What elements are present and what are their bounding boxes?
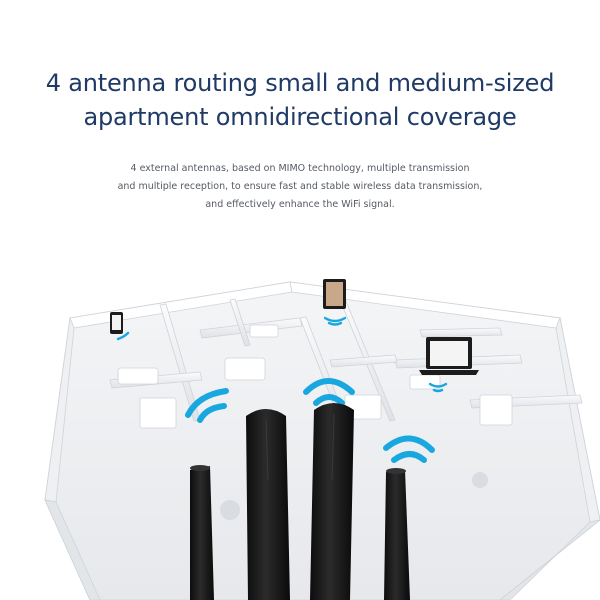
wifi-signal-icon (303, 378, 355, 406)
headline-line-2: apartment omnidirectional coverage (83, 103, 517, 132)
headline-line-1: 4 antenna routing small and medium-sized (45, 69, 555, 98)
description-line-1: 4 external antennas, based on MIMO techn… (130, 162, 470, 174)
tablet-icon (323, 279, 347, 326)
headline: 4 antenna routing small and medium-sized… (0, 66, 600, 134)
description: 4 external antennas, based on MIMO techn… (0, 160, 600, 214)
wifi-signal-icon (383, 435, 435, 463)
wifi-signal-icon (185, 388, 229, 423)
apartment-illustration (44, 279, 600, 600)
smartphone-icon (110, 312, 130, 341)
antenna (246, 409, 290, 600)
antenna (384, 468, 410, 600)
description-line-3: and effectively enhance the WiFi signal. (205, 198, 395, 210)
laptop-icon (419, 337, 479, 393)
antenna (310, 403, 354, 600)
antenna (190, 465, 214, 600)
description-line-2: and multiple reception, to ensure fast a… (117, 180, 483, 192)
